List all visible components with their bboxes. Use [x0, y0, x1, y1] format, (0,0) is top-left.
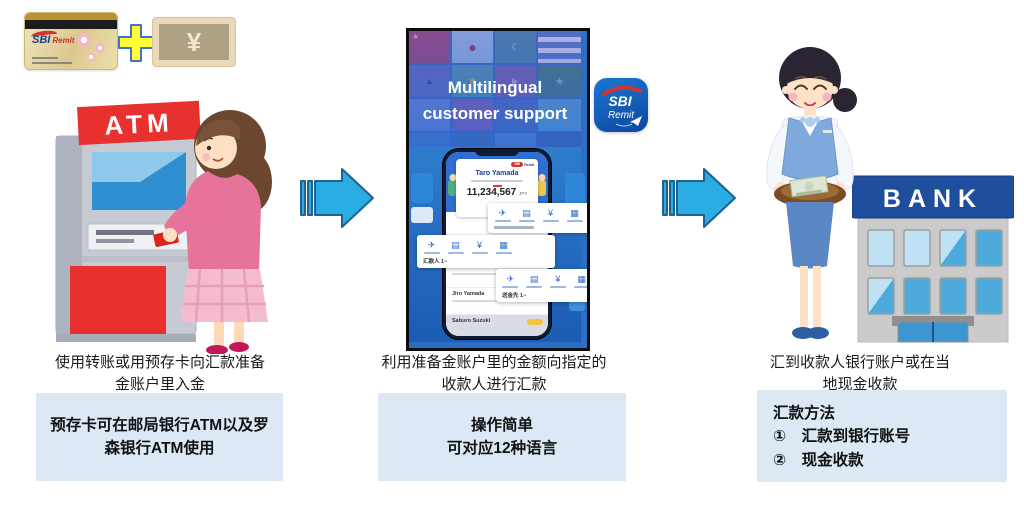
card-icon: ▦ [499, 240, 508, 250]
menu-icon-cell: ▦ [564, 207, 585, 222]
bank-building-illustration: BANK [852, 175, 1014, 343]
menu-icon-cell: ✈ [500, 273, 521, 288]
balance-currency: JPY [519, 191, 528, 196]
paper-plane-icon [630, 116, 642, 126]
card-brand-remit: Remit [52, 36, 75, 45]
atm-sign-text: ATM [104, 107, 175, 141]
menu-icon-cell: ✈ [492, 207, 513, 222]
step1-info-box: 预存卡可在邮局银行ATM以及罗 森银行ATM使用 [36, 393, 283, 481]
phone-notch [475, 149, 519, 156]
card-gold-band [25, 13, 117, 20]
step1-caption: 使用转账或用预存卡向汇款准备 金账户里入金 [54, 354, 265, 393]
panel-label: 送金先 1~ [502, 293, 527, 299]
menu-icon-row: ✈ ▤ ¥ ▦ [421, 239, 551, 254]
panel-label-bar [494, 226, 534, 229]
atm-illustration: ATM [55, 100, 272, 354]
statement-icon: ▤ [522, 208, 531, 218]
menu-icon-cell: ▤ [524, 273, 545, 288]
bank-sign-text: BANK [883, 185, 983, 213]
balance-amount: 11,234,567 JPY [456, 187, 538, 199]
card-text-bar [32, 62, 72, 64]
app-screenshot-frame: ★ ● ☾ ▲ ★ ▶ ★ Multilingual customer supp… [406, 28, 590, 351]
arrow-right-icon [662, 168, 736, 228]
flower-decoration [87, 53, 95, 61]
yen-icon: ¥ [547, 208, 553, 218]
menu-icon-cell: ▤ [445, 239, 466, 254]
menu-icon-row: ✈ ▤ ¥ ▦ [492, 207, 587, 222]
step1-box-text: 预存卡可在邮局银行ATM以及罗 森银行ATM使用 [50, 416, 269, 457]
banknote-inner: ¥ [159, 24, 229, 60]
mini-logo-remit: Remit [524, 162, 534, 167]
yen-symbol: ¥ [186, 26, 202, 57]
menu-icon-cell: ¥ [548, 273, 569, 288]
menu-panel: ✈ ▤ ¥ ▦ 送金先 1~ [496, 269, 587, 302]
card-magnetic-stripe [25, 20, 117, 29]
menu-icon-cell: ¥ [540, 207, 561, 222]
customer-code-bar [471, 179, 523, 182]
yen-banknote-icon: ¥ [152, 17, 236, 67]
step2-info-box: 操作简单 可对应12种语言 [378, 393, 626, 481]
step3-box-text: 汇款方法 ① 汇款到银行账号 ② 现金收款 [773, 405, 911, 469]
arrow-right-icon [300, 168, 374, 228]
card-icon: ▦ [570, 208, 579, 218]
multilingual-title: Multilingual customer support [422, 78, 568, 123]
menu-icon-cell: ▦ [571, 273, 587, 288]
statement-icon: ▤ [451, 240, 460, 250]
send-icon: ✈ [498, 208, 507, 218]
side-card-sliver [411, 207, 433, 223]
yen-icon: ¥ [555, 274, 561, 284]
app-icon-sbi-text: SBI [608, 93, 632, 109]
recipient-sub-bar [452, 326, 507, 329]
send-icon: ✈ [427, 240, 436, 250]
balance-value: 11,234,567 [466, 187, 517, 198]
recipient-sub-bar [452, 299, 507, 302]
user-name: Taro Yamada [475, 170, 519, 177]
flower-decoration [77, 33, 91, 47]
step2-caption: 利用准备金账户里的金额向指定的 收款人进行汇款 [381, 354, 607, 393]
panel-label: 汇款人 1~ [423, 259, 448, 265]
recipient-name: Jiro Yamada [452, 291, 485, 297]
app-icon-remit-text: Remit [608, 110, 635, 121]
menu-icon-cell: ▦ [493, 239, 514, 254]
mini-logo-sbi: SBI [511, 162, 524, 167]
menu-icon-cell: ▤ [516, 207, 537, 222]
step2-box-text: 操作简单 可对应12种语言 [446, 416, 558, 457]
menu-panel: ✈ ▤ ¥ ▦ 汇款人 1~ [417, 235, 555, 268]
status-badge [527, 319, 543, 325]
yen-icon: ¥ [476, 240, 482, 250]
menu-icon-cell: ¥ [469, 239, 490, 254]
menu-panel: ✈ ▤ ¥ ▦ [488, 203, 587, 233]
flower-decoration [95, 43, 105, 53]
card-brand-sbi: SBI [32, 34, 51, 46]
illustrated-person [537, 180, 546, 196]
step3-caption: 汇到收款人银行账户或在当 地现金收款 [769, 354, 950, 393]
bank-clerk-illustration [766, 47, 857, 339]
card-icon: ▦ [577, 274, 586, 284]
side-card-sliver [411, 173, 433, 203]
recipient-row-highlighted: Saburo Suzuki [446, 314, 548, 336]
flags-overlay [409, 31, 581, 155]
balance-accent-dash [492, 185, 502, 187]
app-mini-logo: SBI Remit [511, 162, 534, 167]
menu-icon-row: ✈ ▤ ¥ ▦ [500, 273, 587, 288]
illustrated-person [448, 180, 457, 196]
statement-icon: ▤ [529, 274, 539, 284]
sbi-remit-app-icon: SBI Remit [594, 78, 648, 132]
recipient-name: Saburo Suzuki [452, 318, 491, 324]
menu-icon-cell: ✈ [421, 239, 442, 254]
step3-info-box: 汇款方法 ① 汇款到银行账号 ② 现金收款 [757, 390, 1007, 482]
send-icon: ✈ [506, 274, 515, 284]
plus-icon [118, 24, 154, 62]
card-text-bar [32, 57, 58, 59]
recipient-sub-bar [452, 272, 507, 275]
